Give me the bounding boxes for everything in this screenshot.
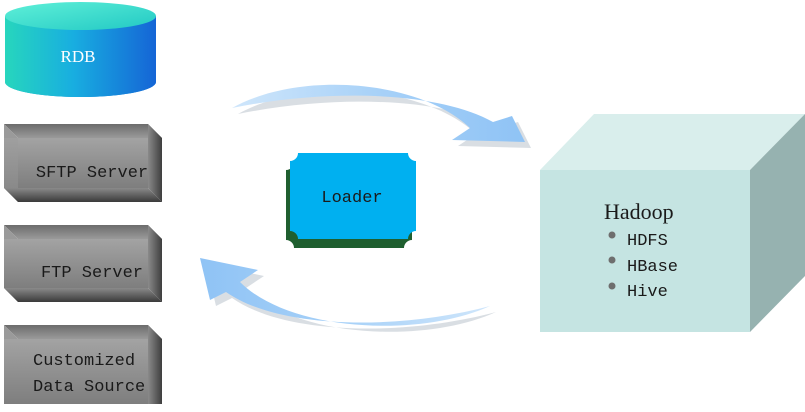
rdb-database: RDB <box>5 2 156 97</box>
sftp-server-label: SFTP Server <box>36 164 148 183</box>
hadoop-title: Hadoop <box>604 199 674 224</box>
bullet-icon <box>608 282 616 290</box>
hadoop-item-hbase: HBase <box>627 258 678 277</box>
sftp-server-box: SFTP Server <box>4 124 162 202</box>
customized-label-line2: Data Source <box>33 378 145 397</box>
arrow-to-sources <box>200 258 496 332</box>
arrow-to-hadoop <box>232 84 531 148</box>
hadoop-item-hdfs: HDFS <box>627 232 668 251</box>
loader-label: Loader <box>321 189 382 208</box>
ftp-server-box: FTP Server <box>4 225 162 302</box>
customized-data-source-box: Customized Data Source <box>4 325 162 404</box>
bullet-icon <box>608 231 616 239</box>
hadoop-item-hive: Hive <box>627 283 668 302</box>
hadoop-cube: Hadoop HDFS HBase Hive <box>540 114 805 332</box>
ftp-server-label: FTP Server <box>41 264 143 283</box>
customized-label-line1: Customized <box>33 352 135 371</box>
rdb-label: RDB <box>61 47 96 66</box>
loader-box: Loader <box>286 153 416 248</box>
hadoop-item-list: HDFS HBase Hive <box>608 231 678 302</box>
bullet-icon <box>608 256 616 264</box>
